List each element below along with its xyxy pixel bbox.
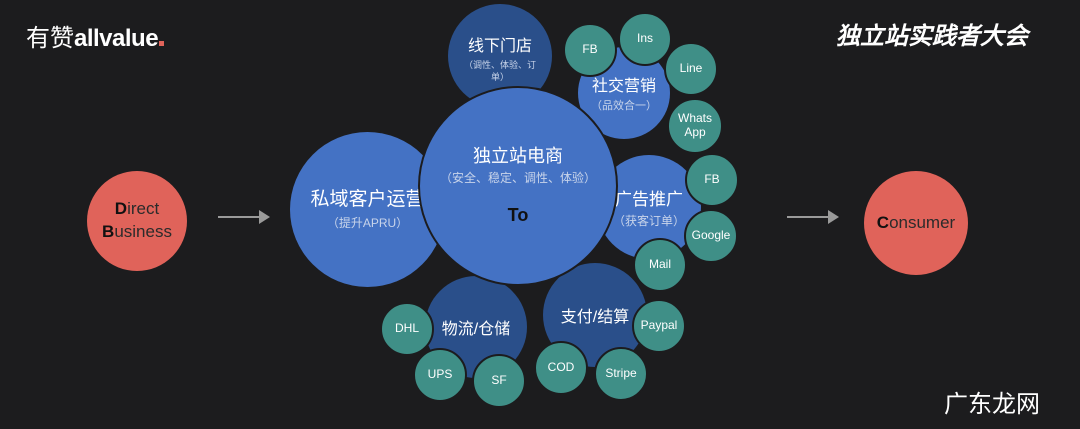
private-domain-subtitle: （提升APRU）	[326, 215, 409, 230]
payment-node-stripe: Stripe	[594, 347, 648, 401]
logo: 有赞allvalue	[26, 18, 165, 53]
private-domain-title: 私域客户运营	[310, 188, 425, 210]
logo-dot-icon	[159, 41, 165, 46]
logistics-title: 物流/仓储	[441, 321, 511, 338]
left-arrow	[218, 210, 270, 224]
logistics-node-dhl: DHL	[380, 302, 434, 356]
page-title: 独立站实践者大会	[836, 23, 1028, 50]
social-node-whatsapp: Whats App	[667, 98, 723, 154]
logo-brand-text: allvalue	[74, 25, 159, 52]
watermark: 广东龙网	[944, 391, 1040, 418]
payment-node-paypal: Paypal	[632, 299, 686, 353]
direct-business-circle: Direct Business	[87, 171, 187, 271]
independent-site-circle: 独立站电商 （安全、稳定、调性、体验） To	[418, 86, 618, 286]
right-arrow	[787, 210, 839, 224]
social-marketing-subtitle: （品效合一）	[591, 100, 657, 113]
ads-node-google: Google	[684, 209, 738, 263]
offline-store-title: 线下门店	[467, 38, 532, 55]
private-domain-circle: 私域客户运营 （提升APRU）	[290, 132, 445, 287]
ads-node-mail: Mail	[633, 238, 687, 292]
logistics-node-sf: SF	[472, 354, 526, 408]
logo-cn-text: 有赞	[26, 25, 74, 52]
advertising-title: 广告推广	[615, 190, 683, 210]
logistics-node-ups: UPS	[413, 348, 467, 402]
social-node-fb: FB	[563, 23, 617, 77]
social-node-ins: Ins	[618, 12, 672, 66]
social-marketing-title: 社交营销	[591, 78, 656, 96]
payment-node-cod: COD	[534, 341, 588, 395]
social-node-line: Line	[664, 42, 718, 96]
payment-title: 支付/结算	[560, 309, 630, 326]
consumer-circle: Consumer	[864, 171, 968, 275]
ads-node-fb: FB	[685, 153, 739, 207]
advertising-subtitle: （获客订单）	[612, 214, 685, 229]
offline-store-subtitle: （调性、体验、订单）	[463, 60, 536, 82]
independent-site-subtitle: （安全、稳定、调性、体验）	[439, 171, 596, 186]
to-label: To	[507, 205, 529, 226]
independent-site-title: 独立站电商	[473, 145, 563, 166]
